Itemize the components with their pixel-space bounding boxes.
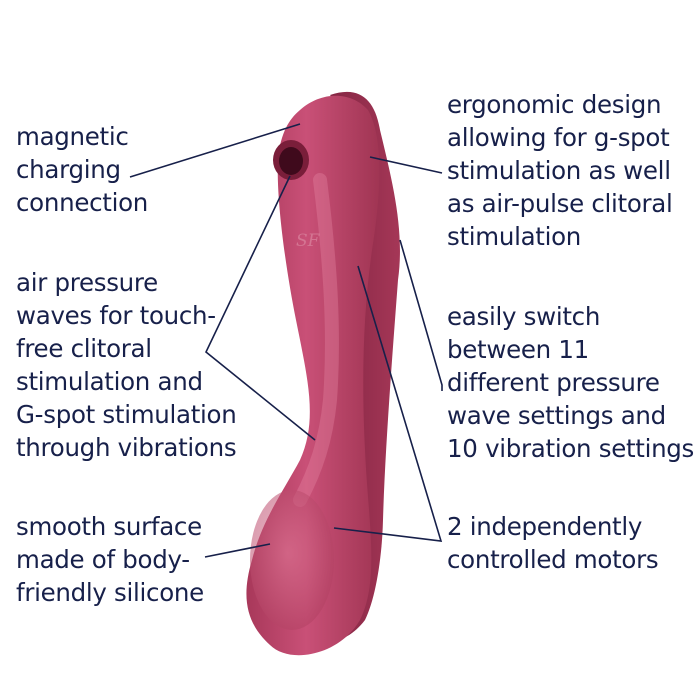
callout-line: stimulation and [16,367,203,396]
leader-lines [129,123,443,558]
callout-line: as air-pulse clitoral [447,189,673,218]
callout-line: connection [16,188,148,217]
callout-line: different pressure [447,368,660,397]
callout-line: smooth surface [16,512,202,541]
leader-ergonomic [369,156,443,174]
callout-line: stimulation [447,222,582,251]
device-highlight [293,173,339,507]
callout-smooth-surface: smooth surface made of body- friendly si… [16,510,204,609]
callout-ergonomic-design: ergonomic design allowing for g-spot sti… [447,88,673,253]
leader-smooth-surface [204,543,271,558]
callout-line: magnetic [16,122,129,151]
air-pulse-opening-icon [273,140,309,180]
callout-air-pressure: air pressure waves for touch- free clito… [16,266,237,464]
callout-line: between 11 [447,335,589,364]
callout-motors: 2 independently controlled motors [447,510,659,576]
callout-line: free clitoral [16,334,152,363]
callout-line: air pressure [16,268,158,297]
callout-easily-switch: easily switch between 11 different press… [447,300,694,465]
callout-line: 2 independently [447,512,643,541]
leader-air-pressure [205,175,316,441]
callout-line: allowing for g-spot [447,123,670,152]
callout-line: through vibrations [16,433,237,462]
leader-motors [333,265,443,542]
callout-line: charging [16,155,121,184]
callout-line: controlled motors [447,545,659,574]
callout-line: G-spot stimulation [16,400,237,429]
callout-line: stimulation as well [447,156,671,185]
callout-line: made of body- [16,545,190,574]
leader-magnetic-charging [129,123,301,178]
device-tip [250,490,334,630]
callout-line: waves for touch- [16,301,216,330]
callout-line: easily switch [447,302,601,331]
callout-line: friendly silicone [16,578,204,607]
callout-line: 10 vibration settings [447,434,695,463]
brand-logo-icon: SF [296,231,321,251]
callout-line: ergonomic design [447,90,662,119]
callout-magnetic-charging: magnetic charging connection [16,120,148,219]
leader-easily-switch [399,239,443,391]
callout-line: wave settings and [447,401,666,430]
